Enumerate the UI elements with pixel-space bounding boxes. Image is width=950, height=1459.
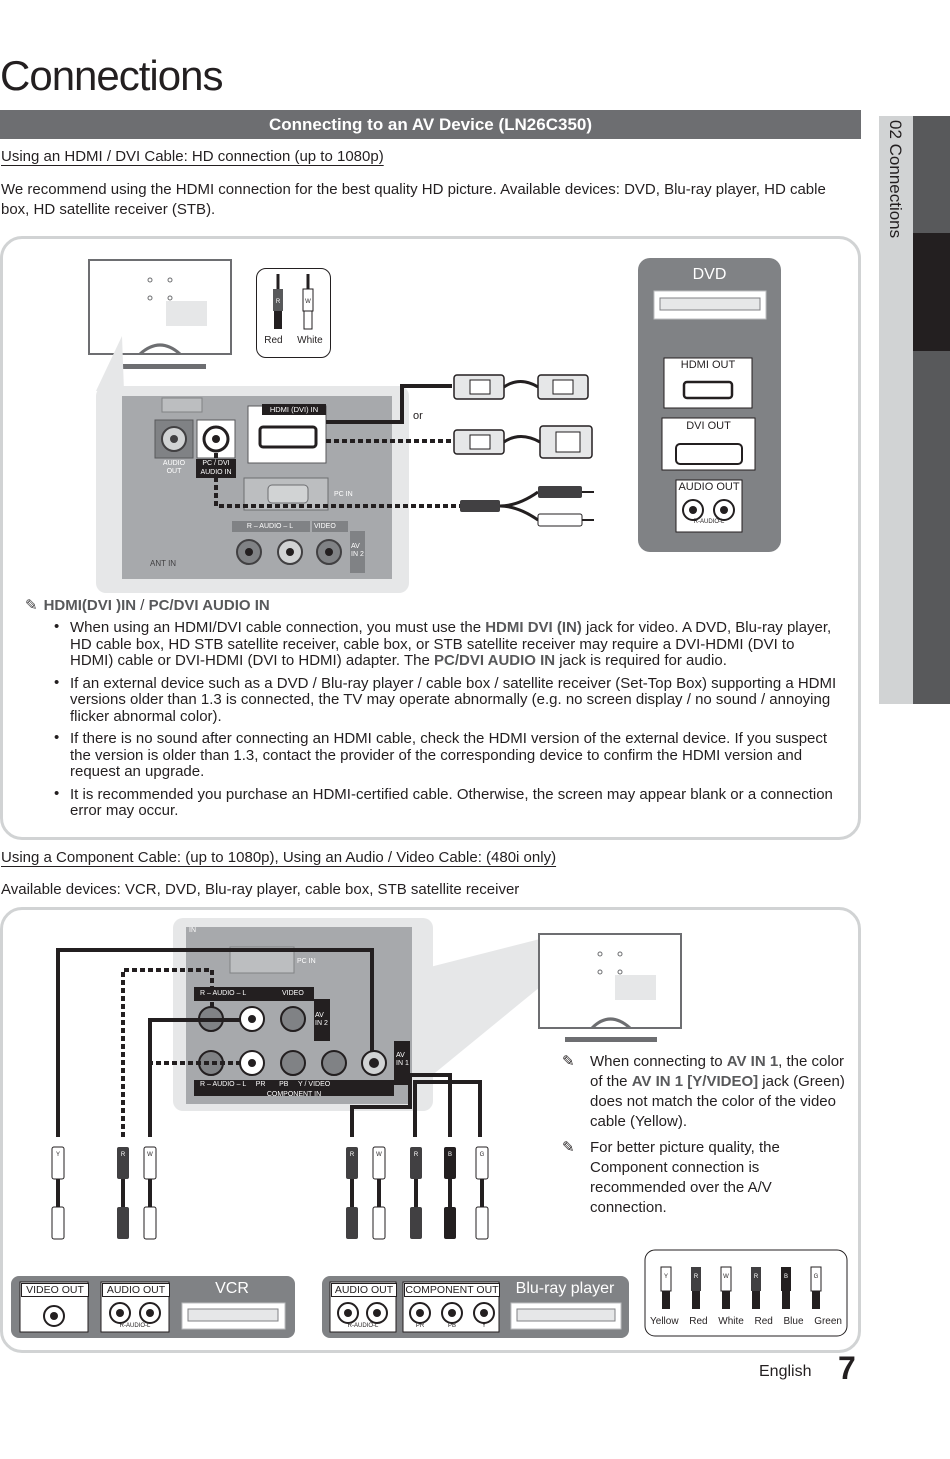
hdmi-note-item: When using an HDMI/DVI cable connection,…: [54, 619, 839, 670]
plug-letter-w: W: [305, 299, 311, 305]
legend-color-label: Blue: [783, 1316, 804, 1327]
component-in-label: COMPONENT IN: [266, 1091, 322, 1098]
chapter-tab-strip: [913, 116, 950, 704]
component-plug-legend: [660, 1266, 822, 1309]
hdmi-note-item: It is recommended you purchase an HDMI-c…: [54, 786, 839, 820]
legend-color-label: Red: [754, 1316, 773, 1327]
page-title: Connections: [0, 52, 223, 99]
chapter-tab-label: 02 Connections: [886, 120, 905, 239]
bluray-pr-label: PR: [415, 1323, 425, 1329]
hdmi-note-title: ✎HDMI(DVI )IN / PC/DVI AUDIO IN: [25, 597, 270, 614]
bluray-audio-out-label: AUDIO OUT: [331, 1283, 397, 1297]
component-intro: Available devices: VCR, DVD, Blu-ray pla…: [1, 881, 520, 898]
hdmi-intro: We recommend using the HDMI connection f…: [1, 181, 826, 218]
legend-white: White: [297, 335, 323, 346]
bluray-device-name: Blu-ray player: [515, 1280, 615, 1297]
plug-letter: R: [120, 1152, 126, 1158]
plug-letter: R: [349, 1152, 355, 1158]
hdmi-section-heading: Using an HDMI / DVI Cable: HD connection…: [1, 148, 384, 165]
legend-letter: Y: [663, 1274, 668, 1280]
page-number: 7: [838, 1350, 856, 1386]
legend-color-label: Yellow: [650, 1316, 679, 1327]
pc-in-label: PC IN: [334, 491, 353, 498]
hdmi-note-item: If an external device such as a DVD / Bl…: [54, 675, 839, 726]
legend-letter: G: [813, 1274, 819, 1280]
audio-plug-legend: R W Red White: [256, 268, 331, 358]
hdmi-in-label: HDMI (DVI) IN: [262, 404, 326, 415]
vcr-video-out-label: VIDEO OUT: [21, 1283, 89, 1297]
tv-illustration: [88, 259, 232, 369]
or-label: or: [413, 410, 423, 422]
comp-pc-in-label: PC IN: [297, 958, 316, 965]
hdmi-note-list: When using an HDMI/DVI cable connection,…: [54, 619, 839, 826]
plug-letter: B: [447, 1152, 452, 1158]
chapter-tab-marker: [913, 233, 950, 351]
component-section-heading: Using a Component Cable: (up to 1080p), …: [1, 849, 557, 866]
bluray-component-out-label: COMPONENT OUT: [404, 1283, 500, 1297]
dvd-hdmi-out-label: HDMI OUT: [680, 359, 736, 371]
bluray-y-label: Y: [481, 1323, 486, 1329]
section-title: Connecting to an AV Device (LN26C350): [0, 110, 861, 139]
comp-in-label: IN: [189, 927, 196, 934]
vcr-audio-sub-label: R-AUDIO-L: [119, 1323, 151, 1329]
component-note-1: ✎ When connecting to AV IN 1, the color …: [562, 1053, 845, 1130]
legend-red: Red: [264, 335, 283, 346]
vcr-audio-out-label: AUDIO OUT: [102, 1283, 170, 1297]
legend-letter: B: [783, 1274, 788, 1280]
chapter-tab: 02 Connections: [879, 116, 950, 704]
legend-color-label: White: [718, 1316, 744, 1327]
bluray-pb-label: PB: [447, 1323, 456, 1329]
legend-letter: R: [693, 1274, 699, 1280]
plug-letter: Y: [55, 1152, 60, 1158]
component-note-2: ✎ For better picture quality, the Compon…: [562, 1139, 780, 1216]
dvd-device-name: DVD: [692, 266, 727, 283]
audio-label: R – AUDIO – L: [246, 523, 294, 530]
note-pencil-icon: ✎: [562, 1139, 575, 1156]
dvd-audio-sub-label: R-AUDIO-L: [693, 519, 725, 525]
legend-color-label: Green: [814, 1316, 842, 1327]
legend-color-label: Red: [689, 1316, 708, 1327]
hdmi-connection-diagram: [88, 258, 781, 593]
footer-language: English: [759, 1363, 812, 1380]
dvd-dvi-out-label: DVI OUT: [686, 420, 731, 432]
note-pencil-icon: ✎: [562, 1053, 575, 1070]
comp-audio-label-top: R – AUDIO – L: [200, 990, 247, 997]
note-pencil-icon: ✎: [25, 597, 38, 614]
plug-letter: G: [479, 1152, 485, 1158]
component-connection-diagram: [11, 918, 848, 1338]
bluray-audio-sub-label: R-AUDIO-L: [347, 1323, 379, 1329]
legend-letter: W: [723, 1274, 729, 1280]
vcr-device-name: VCR: [215, 1280, 249, 1297]
plug-letter: W: [147, 1152, 153, 1158]
ant-in-label: ANT IN: [150, 559, 177, 568]
comp-video-label: VIDEO: [282, 990, 304, 997]
plug-letter: W: [376, 1152, 382, 1158]
comp-bottom-row-label: R – AUDIO – L PR PB Y / VIDEO: [200, 1081, 331, 1088]
plug-letter-r: R: [276, 299, 281, 305]
dvd-audio-out-label: AUDIO OUT: [678, 481, 740, 493]
component-color-legend: Yellow Red White Red Blue Green: [646, 1316, 846, 1327]
legend-letter: R: [753, 1274, 759, 1280]
plug-letter: R: [413, 1152, 419, 1158]
video-label: VIDEO: [314, 523, 336, 530]
hdmi-note-item: If there is no sound after connecting an…: [54, 730, 839, 781]
